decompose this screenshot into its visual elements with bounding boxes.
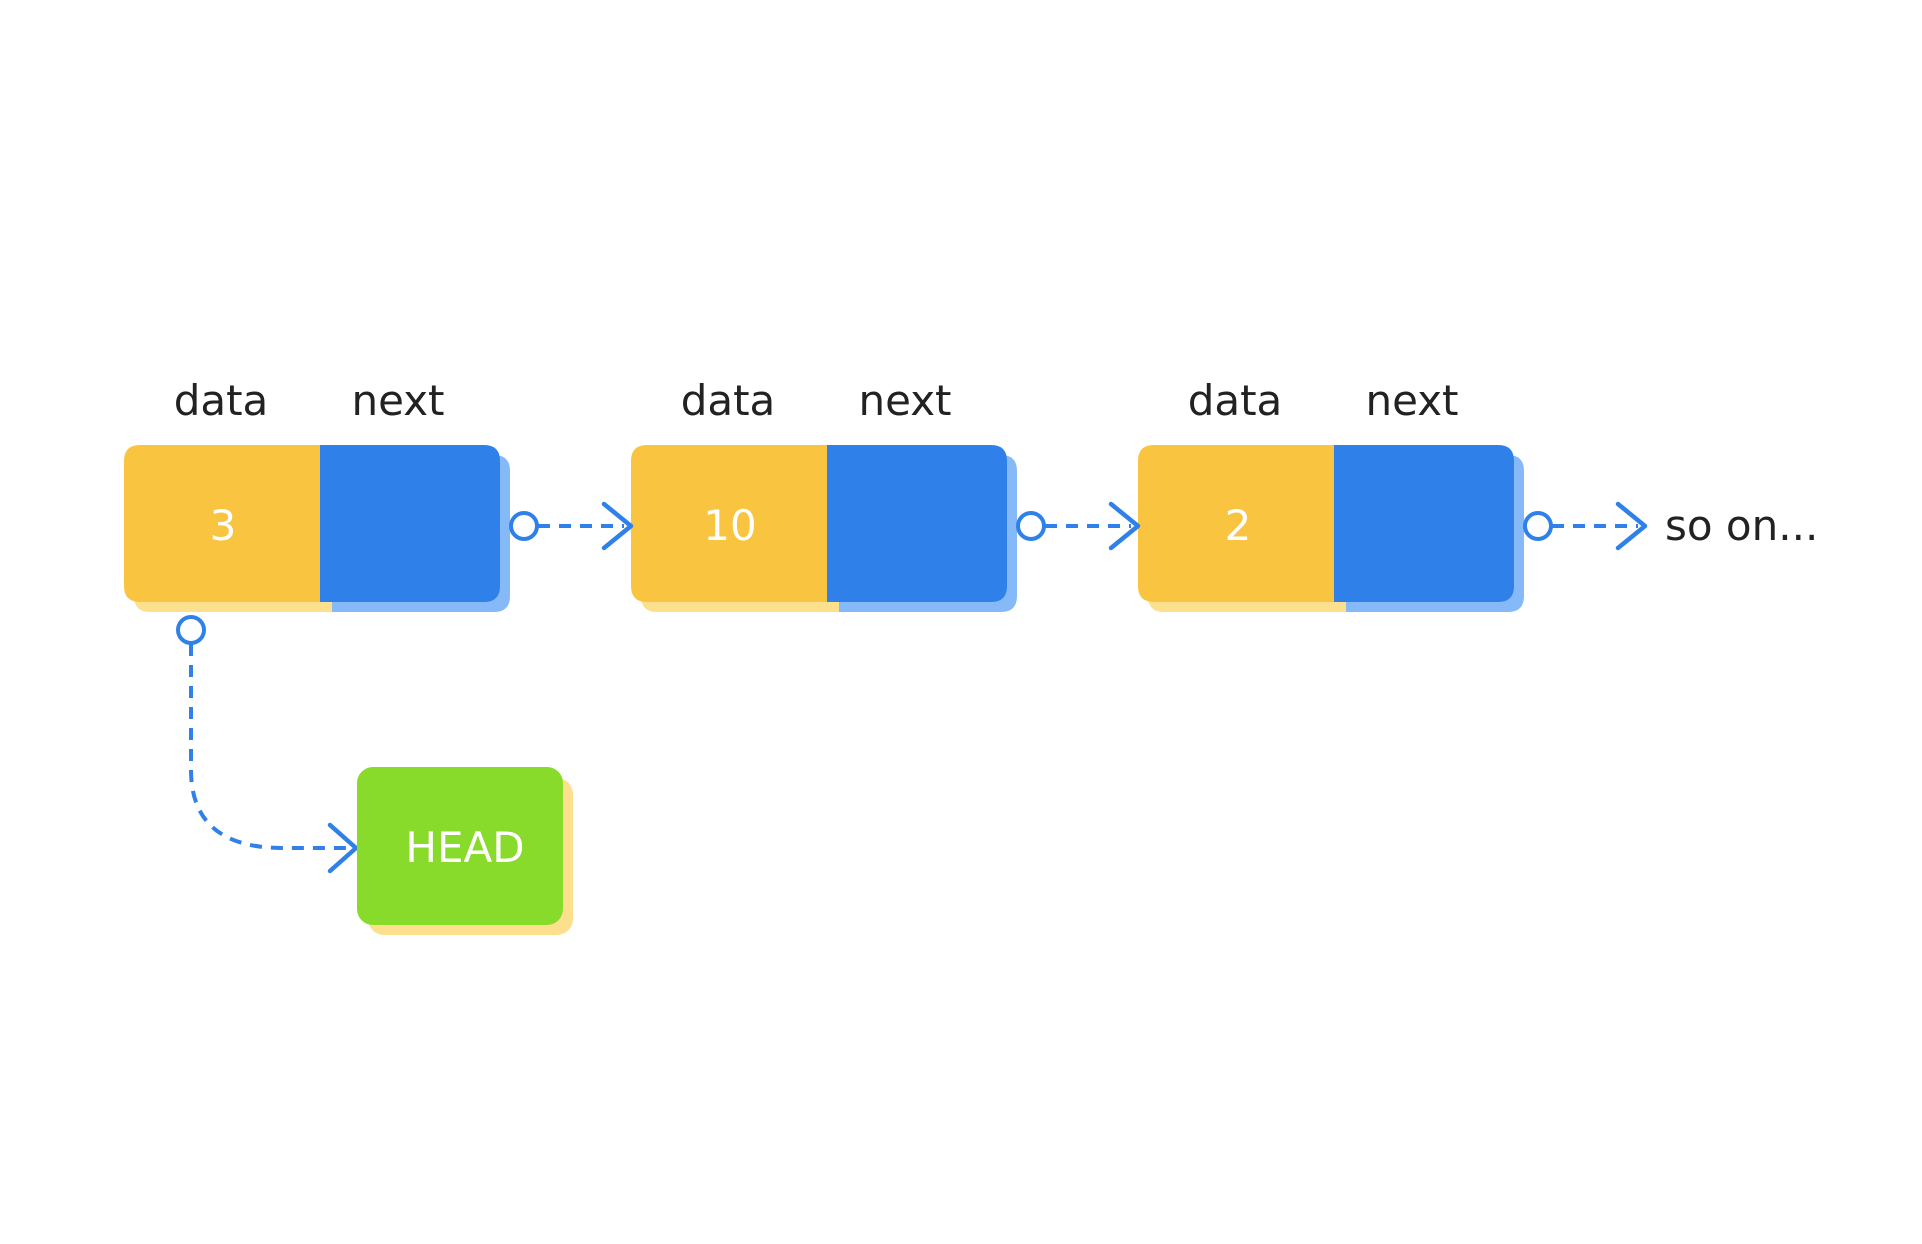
pointer-node-1-to-node-2 (509, 501, 634, 551)
pointer-node-3-to-rest (1523, 501, 1648, 551)
head-label: HEAD (405, 823, 524, 872)
node-2-data-cell (631, 445, 827, 602)
arrow-right-icon (601, 501, 634, 551)
node-3-next-cell (1334, 445, 1514, 602)
pointer-origin-circle (176, 615, 206, 645)
node-1-value: 3 (210, 501, 237, 550)
node-1-next-label: next (351, 376, 444, 425)
node-1-data-cell (124, 445, 320, 602)
node-2-next-cell (827, 445, 1007, 602)
node-2-value: 10 (703, 501, 756, 550)
head-box-fill (357, 767, 563, 925)
arrow-right-icon (1108, 501, 1141, 551)
head-box: HEAD (357, 767, 573, 935)
node-2-next-label: next (858, 376, 951, 425)
node-3-value: 2 (1225, 501, 1252, 550)
arrow-right-icon (327, 822, 359, 874)
list-node-2: data next 10 (631, 376, 1017, 612)
arrow-right-icon (1615, 501, 1648, 551)
list-node-1: data next 3 (124, 376, 510, 612)
pointer-origin-circle (509, 511, 539, 541)
continuation-label: so on... (1665, 501, 1818, 550)
node-1-next-cell (320, 445, 500, 602)
node-3-next-label: next (1365, 376, 1458, 425)
node-2-data-label: data (681, 376, 776, 425)
pointer-origin-circle (1523, 511, 1553, 541)
node-3-data-cell (1138, 445, 1334, 602)
node-3-data-label: data (1188, 376, 1283, 425)
node-1-data-label: data (174, 376, 269, 425)
pointer-node-2-to-node-3 (1016, 501, 1141, 551)
head-pointer (176, 615, 359, 874)
list-node-3: data next 2 (1138, 376, 1524, 612)
pointer-origin-circle (1016, 511, 1046, 541)
